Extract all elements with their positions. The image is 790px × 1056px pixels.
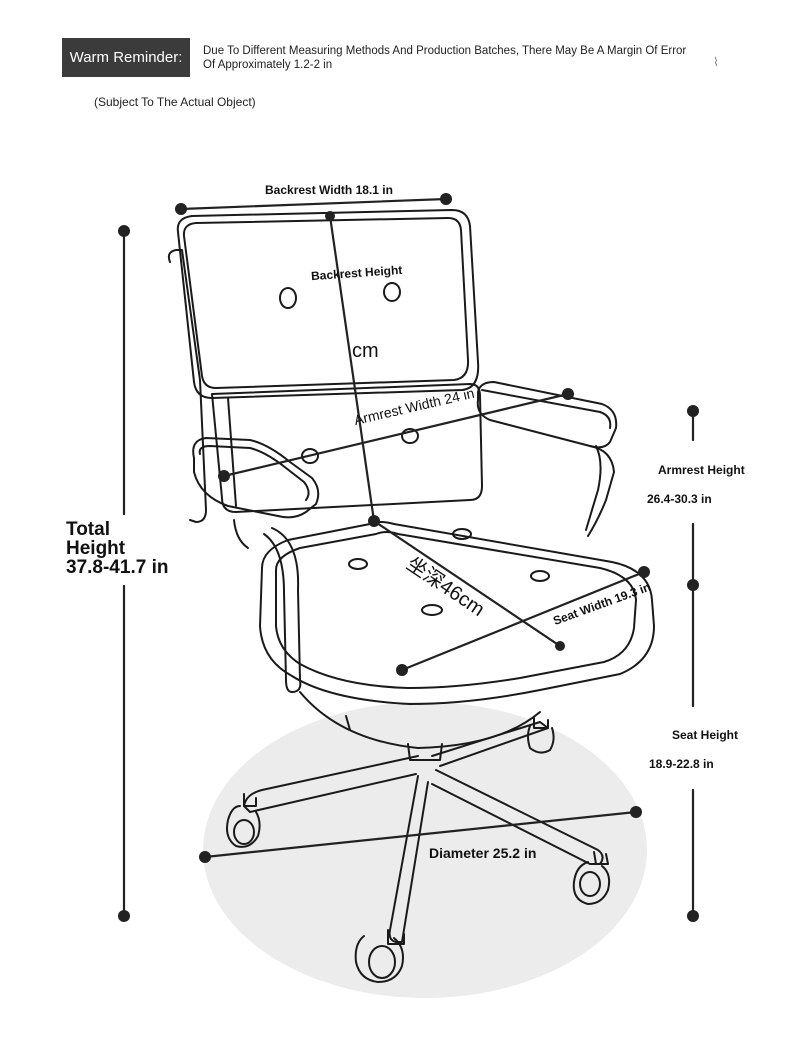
- total-height-label: Total Height 37.8-41.7 in: [66, 520, 168, 577]
- gas-lift: [407, 743, 443, 761]
- seat-height-value: 18.9-22.8 in: [649, 757, 714, 771]
- subject-note: (Subject To The Actual Object): [94, 95, 256, 109]
- reminder-text-line2: Of Approximately 1.2-2 in: [203, 59, 333, 71]
- caster-left: [226, 793, 261, 848]
- total-height-value: 37.8-41.7 in: [66, 557, 169, 578]
- backrest-width-label: Backrest Width 18.1 in: [265, 183, 393, 197]
- warm-reminder-badge: Warm Reminder:: [62, 38, 190, 77]
- backrest-height-line: [328, 214, 376, 523]
- reminder-text: Due To Different Measuring Methods And P…: [203, 44, 723, 72]
- backrest-height-unit: cm: [352, 340, 379, 362]
- seat-width-line: [400, 570, 646, 672]
- right-armrest: [476, 381, 618, 449]
- backrest-frame: [176, 209, 480, 399]
- reminder-text-line1: Due To Different Measuring Methods And P…: [203, 45, 687, 57]
- backrest-lumbar-panel: [211, 383, 483, 513]
- seat-depth-line: [372, 519, 562, 648]
- floor-shadow: [203, 702, 647, 998]
- caster-right: [572, 851, 611, 905]
- total-height-line1: Total: [66, 519, 110, 540]
- diameter-label: Diameter 25.2 in: [429, 845, 537, 861]
- backrest-width-line: [179, 197, 448, 211]
- armrest-width-line: [222, 392, 570, 478]
- armrest-height-label: Armrest Height: [658, 463, 745, 477]
- diameter-line: [203, 810, 638, 859]
- backrest-upper-panel: [182, 217, 470, 389]
- armrest-height-value: 26.4-30.3 in: [647, 492, 712, 506]
- dimension-lines: [118, 193, 699, 922]
- caster-back: [527, 717, 555, 754]
- total-height-line2: Height: [66, 538, 126, 559]
- small-mark-icon: ⌇: [713, 55, 719, 69]
- left-armrest: [192, 437, 320, 519]
- caster-front: [354, 929, 405, 983]
- seat-height-label: Seat Height: [672, 728, 739, 742]
